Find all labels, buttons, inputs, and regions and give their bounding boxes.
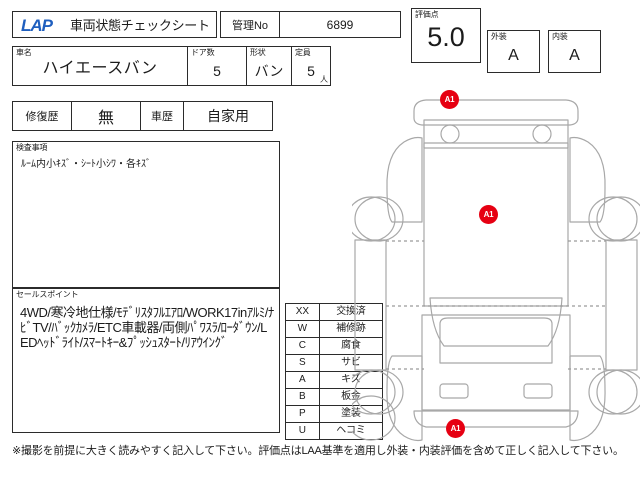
- vehicle-name-box: 車名 ハイエースバン: [12, 46, 188, 86]
- rear-body-outline: [421, 314, 571, 411]
- interior-grade-box: 内装 A: [548, 30, 601, 73]
- left-front-fender-outline: [386, 136, 423, 223]
- right-front-fender-outline: [569, 136, 606, 223]
- sheet-title: 車両状態チェックシート: [70, 18, 210, 33]
- management-no-value-box: 6899: [279, 11, 401, 38]
- left-side-panel-outline: [354, 239, 387, 371]
- seating-capacity-unit: 人: [320, 75, 328, 84]
- legend-code: A: [285, 371, 320, 389]
- vehicle-name-label: 車名: [16, 48, 32, 57]
- exterior-grade-value: A: [508, 47, 519, 64]
- table-row: XX 交換済: [285, 303, 384, 321]
- legend-meaning: 腐食: [318, 337, 384, 355]
- left-front-wheel-inner: [354, 196, 404, 242]
- seating-capacity-box: 定員 5 人: [291, 46, 331, 86]
- door-count-box: ドア数 5: [187, 46, 247, 86]
- legend-code: W: [285, 320, 320, 338]
- body-shape-box: 形状 バン: [246, 46, 292, 86]
- section-divider-lines: [386, 240, 606, 370]
- sheet-title-box: LAP 車両状態チェックシート: [12, 11, 217, 38]
- vehicle-outline-diagram: [352, 80, 640, 448]
- legend-meaning: ヘコミ: [318, 422, 384, 440]
- seating-capacity-value: 5: [307, 63, 315, 79]
- damage-marker-hood[interactable]: A1: [479, 205, 498, 224]
- footer-note: ※撮影を前提に大きく読みやすく記入して下さい。評価点はLAA基準を適用し外装・内…: [12, 445, 624, 457]
- interior-grade-label: 内装: [552, 32, 568, 41]
- right-rear-wheel: [596, 369, 640, 415]
- evaluation-score-box: 評価点 5.0: [411, 8, 481, 63]
- vehicle-outline-group: [352, 99, 640, 442]
- rear-right-lamp: [523, 383, 553, 399]
- inspection-items-box: 検査事項 ﾙｰﾑ内小ｷｽﾞ・ｼｰﾄ小ｼﾜ・各ｷｽﾞ: [12, 141, 280, 288]
- body-shape-label: 形状: [250, 48, 266, 57]
- rear-bumper-outline: [413, 410, 579, 428]
- front-right-lamp: [532, 124, 552, 144]
- vehicle-history-value-box: 自家用: [183, 101, 273, 131]
- legend-meaning: 交換済: [318, 303, 384, 321]
- rear-left-lamp: [439, 383, 469, 399]
- front-panel-outline: [423, 119, 569, 149]
- door-count-value: 5: [213, 63, 221, 79]
- legend-code: P: [285, 405, 320, 423]
- left-front-wheel: [352, 196, 396, 242]
- vehicle-history-label-box: 車歴: [140, 101, 184, 131]
- repair-history-value: 無: [97, 110, 114, 127]
- vehicle-history-value: 自家用: [207, 108, 249, 124]
- repair-history-label: 修復歴: [25, 111, 59, 123]
- damage-marker-front-bumper[interactable]: A1: [440, 90, 459, 109]
- evaluation-score-label: 評価点: [415, 10, 439, 19]
- management-no-value: 6899: [326, 17, 354, 32]
- legend-code: U: [285, 422, 320, 440]
- roof-panel-outline: [423, 142, 569, 307]
- rear-window-outline: [439, 317, 553, 364]
- spare-wheel-outline: [352, 395, 396, 441]
- left-rear-wheel-inner: [354, 369, 404, 415]
- management-no-label: 管理No: [231, 19, 269, 32]
- sales-point-box: セールスポイント 4WD/寒冷地仕様/ﾓﾃﾞﾘｽﾀﾌﾙｴｱﾛ/WORK17inｱ…: [12, 288, 280, 433]
- left-rear-wheel: [352, 369, 396, 415]
- interior-grade-value: A: [569, 47, 580, 64]
- left-rear-fender-outline: [386, 355, 423, 442]
- lap-logo: LAP: [21, 16, 53, 35]
- sales-point-text: 4WD/寒冷地仕様/ﾓﾃﾞﾘｽﾀﾌﾙｴｱﾛ/WORK17inｱﾙﾐ/ﾅﾋﾞTV/…: [20, 305, 274, 350]
- inspection-items-label: 検査事項: [16, 143, 48, 152]
- legend-code: S: [285, 354, 320, 372]
- right-rear-fender-outline: [569, 355, 606, 442]
- repair-history-value-box: 無: [71, 101, 141, 131]
- evaluation-score-value: 5.0: [427, 22, 465, 52]
- vehicle-name-value: ハイエースバン: [42, 60, 158, 77]
- damage-code-legend-body: XX 交換済 W 補修跡 C 腐食 S サビ A キズ B 板金: [285, 303, 384, 440]
- sales-point-label: セールスポイント: [16, 290, 79, 299]
- repair-history-label-box: 修復歴: [12, 101, 72, 131]
- damage-code-legend-table: XX 交換済 W 補修跡 C 腐食 S サビ A キズ B 板金: [285, 303, 384, 440]
- vehicle-outline-svg: [352, 99, 640, 442]
- door-count-label: ドア数: [191, 48, 215, 57]
- inspection-items-text: ﾙｰﾑ内小ｷｽﾞ・ｼｰﾄ小ｼﾜ・各ｷｽﾞ: [21, 159, 151, 170]
- front-bumper-outline: [413, 99, 579, 126]
- table-row: W 補修跡: [285, 320, 384, 338]
- management-no-label-box: 管理No: [220, 11, 280, 38]
- legend-meaning: 板金: [318, 388, 384, 406]
- seating-capacity-label: 定員: [295, 48, 311, 57]
- table-row: U ヘコミ: [285, 422, 384, 440]
- damage-marker-rear-bumper[interactable]: A1: [446, 419, 465, 438]
- table-row: P 塗装: [285, 405, 384, 423]
- table-row: B 板金: [285, 388, 384, 406]
- right-front-wheel-inner: [588, 196, 638, 242]
- front-left-lamp: [440, 124, 460, 144]
- legend-meaning: 補修跡: [318, 320, 384, 338]
- body-shape-value: バン: [254, 63, 284, 79]
- exterior-grade-box: 外装 A: [487, 30, 540, 73]
- right-front-wheel: [596, 196, 640, 242]
- legend-meaning: 塗装: [318, 405, 384, 423]
- legend-code: C: [285, 337, 320, 355]
- legend-code: B: [285, 388, 320, 406]
- right-rear-wheel-inner: [588, 369, 638, 415]
- legend-code: XX: [285, 303, 320, 321]
- right-side-panel-outline: [605, 239, 638, 371]
- hood-panel-outline: [429, 297, 563, 347]
- table-row: A キズ: [285, 371, 384, 389]
- exterior-grade-label: 外装: [491, 32, 507, 41]
- vehicle-history-label: 車歴: [151, 111, 173, 123]
